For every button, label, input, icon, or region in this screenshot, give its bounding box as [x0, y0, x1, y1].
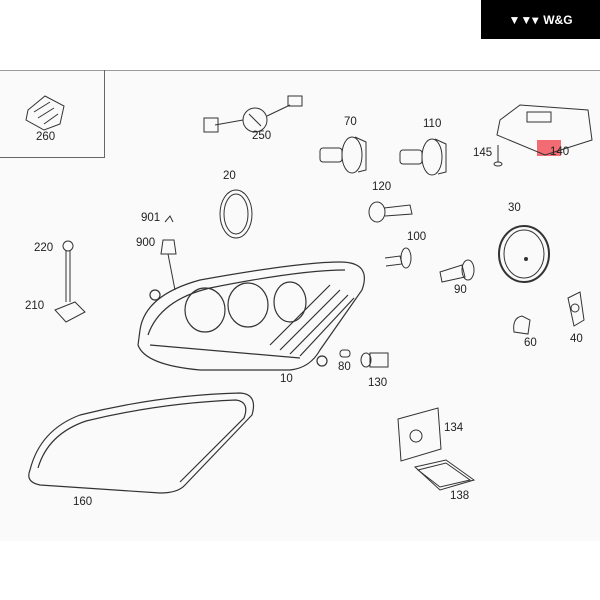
label-250: 250	[252, 130, 272, 142]
part-100-bulb	[384, 247, 412, 269]
parts-diagram-panel	[0, 70, 600, 541]
part-10-headlamp	[137, 261, 365, 371]
inset-box-260	[0, 70, 105, 158]
part-260-connector	[25, 95, 65, 131]
label-30: 30	[508, 202, 521, 214]
label-210: 210	[25, 300, 45, 312]
label-901: 901	[141, 212, 161, 224]
part-140-ballast	[496, 104, 593, 156]
label-220: 220	[34, 242, 54, 254]
label-40: 40	[570, 333, 583, 345]
part-160-lens	[28, 392, 255, 494]
part-210-nut	[54, 301, 86, 323]
label-140: 140	[550, 146, 570, 158]
label-130: 130	[368, 377, 388, 389]
part-90-bulb	[439, 259, 475, 283]
label-120: 120	[372, 181, 392, 193]
label-134: 134	[444, 422, 464, 434]
label-138: 138	[450, 490, 470, 502]
label-20: 20	[223, 170, 236, 182]
part-60-bulb	[513, 315, 531, 335]
label-10: 10	[280, 373, 293, 385]
triple-chevron-logo-icon: ▼▼▾	[508, 12, 539, 27]
label-70: 70	[344, 116, 357, 128]
part-120-bulb	[368, 201, 413, 223]
part-145-screw	[493, 145, 503, 167]
part-134-igniter	[397, 407, 442, 462]
part-40-socket	[567, 291, 585, 327]
label-60: 60	[524, 337, 537, 349]
part-900-clip	[160, 215, 177, 291]
part-130-bulb	[360, 352, 389, 368]
part-80-bulb	[339, 349, 351, 358]
label-260: 260	[36, 131, 56, 143]
label-90: 90	[454, 284, 467, 296]
label-900: 900	[136, 237, 156, 249]
label-145: 145	[473, 147, 493, 159]
brand-logo: ▼▼▾ W&G	[481, 0, 600, 39]
part-250-wiring	[203, 95, 303, 133]
label-100: 100	[407, 231, 427, 243]
part-30-cover	[498, 225, 550, 283]
label-160: 160	[73, 496, 93, 508]
label-110: 110	[423, 118, 442, 130]
part-138-ballast	[413, 459, 476, 491]
part-110-bulb	[399, 138, 447, 176]
label-80: 80	[338, 361, 351, 373]
part-220-bolt	[62, 240, 74, 302]
part-70-bulb	[319, 136, 367, 174]
brand-name: W&G	[543, 12, 573, 27]
part-20-seal	[219, 189, 253, 239]
